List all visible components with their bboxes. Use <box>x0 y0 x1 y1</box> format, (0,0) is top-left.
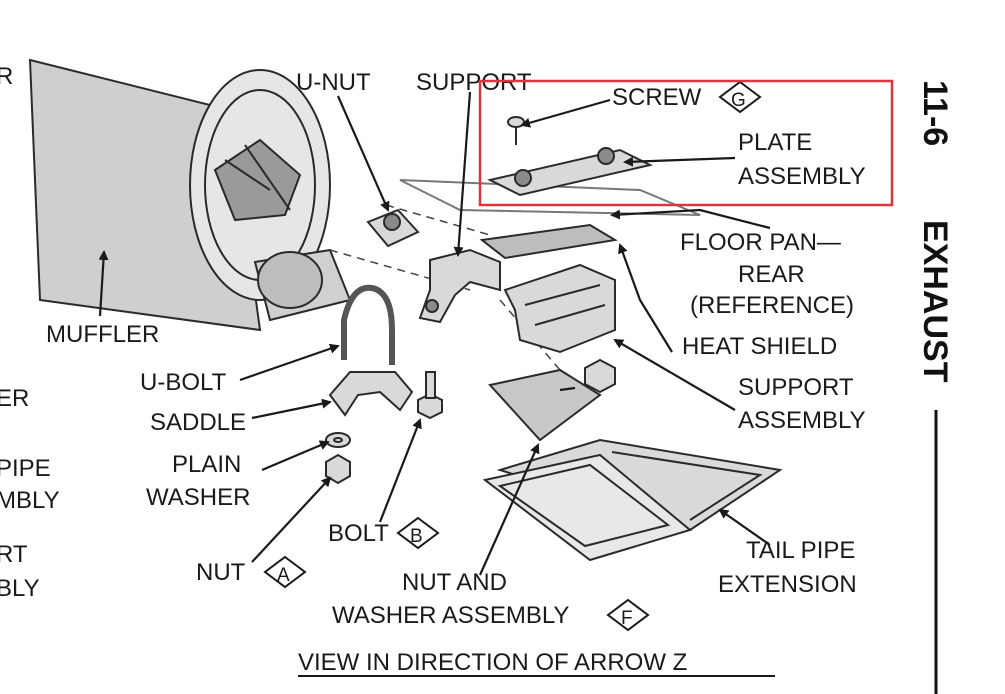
u-bolt-part <box>341 284 395 365</box>
label-tail-pipe: TAIL PIPE <box>746 537 855 564</box>
label-plain-washer: WASHER <box>146 484 250 511</box>
label-floor-pan: FLOOR PAN— <box>680 229 841 256</box>
code-badge-b: B <box>396 516 440 550</box>
side-page-number: 11-6 <box>916 80 954 146</box>
label-nut: NUT <box>196 559 246 586</box>
label-washer-assembly: WASHER ASSEMBLY <box>332 602 569 629</box>
nut-washer-code: F <box>621 608 633 629</box>
code-badge-f: F <box>606 598 650 632</box>
label-tail-pipe-extension: EXTENSION <box>718 571 857 598</box>
support-bracket-part <box>418 248 501 324</box>
label-floor-pan-reference: (REFERENCE) <box>690 292 854 319</box>
nut-code: A <box>277 565 290 586</box>
label-floor-pan-rear: REAR <box>738 261 805 288</box>
nut-washer-f-part <box>584 358 616 394</box>
left-edge-label: PIPE <box>0 455 51 482</box>
label-saddle: SADDLE <box>150 409 246 436</box>
screw-code: G <box>731 90 746 111</box>
bolt-b-part <box>417 371 443 420</box>
side-title: 11-6 EXHAUST <box>916 80 954 694</box>
code-badge-g: G <box>718 80 762 114</box>
label-nut-and: NUT AND <box>402 569 507 596</box>
code-badge-a: A <box>263 555 307 589</box>
side-section-title: EXHAUST <box>916 220 954 383</box>
heat-shield-part <box>503 263 616 354</box>
clamp-plate-part <box>479 223 618 260</box>
tail-pipe-extension-part <box>482 368 783 562</box>
label-support-assembly-2: ASSEMBLY <box>738 407 866 434</box>
left-edge-label: ER <box>0 385 29 412</box>
label-heat-shield: HEAT SHIELD <box>682 333 837 360</box>
bolt-code: B <box>410 526 423 547</box>
label-u-nut: U-NUT <box>296 69 371 96</box>
left-edge-label: BLY <box>0 575 40 602</box>
nut-a-part <box>325 453 351 485</box>
label-support-assembly-1: SUPPORT <box>738 374 854 401</box>
label-screw: SCREW <box>612 84 702 111</box>
muffler-outlet-pipe <box>253 248 352 322</box>
label-u-bolt: U-BOLT <box>140 369 227 396</box>
left-edge-label: RT <box>0 541 28 568</box>
screw-part <box>507 116 525 145</box>
label-bolt: BOLT <box>328 520 389 547</box>
assembly-line <box>329 249 471 291</box>
saddle-part <box>328 371 414 417</box>
label-muffler: MUFFLER <box>46 321 159 348</box>
highlight-box <box>478 79 894 207</box>
left-edge-label: MBLY <box>0 487 60 514</box>
plate-assembly-part <box>487 147 653 197</box>
label-plate-assembly: ASSEMBLY <box>738 163 866 190</box>
label-plate: PLATE <box>738 129 812 156</box>
label-support: SUPPORT <box>416 69 532 96</box>
label-plain: PLAIN <box>172 451 241 478</box>
leader-lines <box>98 91 771 576</box>
u-nut-part <box>366 208 420 248</box>
caption: VIEW IN DIRECTION OF ARROW Z <box>298 649 687 676</box>
muffler-part <box>28 58 331 332</box>
plain-washer-part <box>325 432 351 448</box>
assembly-line <box>385 204 491 236</box>
left-edge-label: R <box>0 63 13 90</box>
